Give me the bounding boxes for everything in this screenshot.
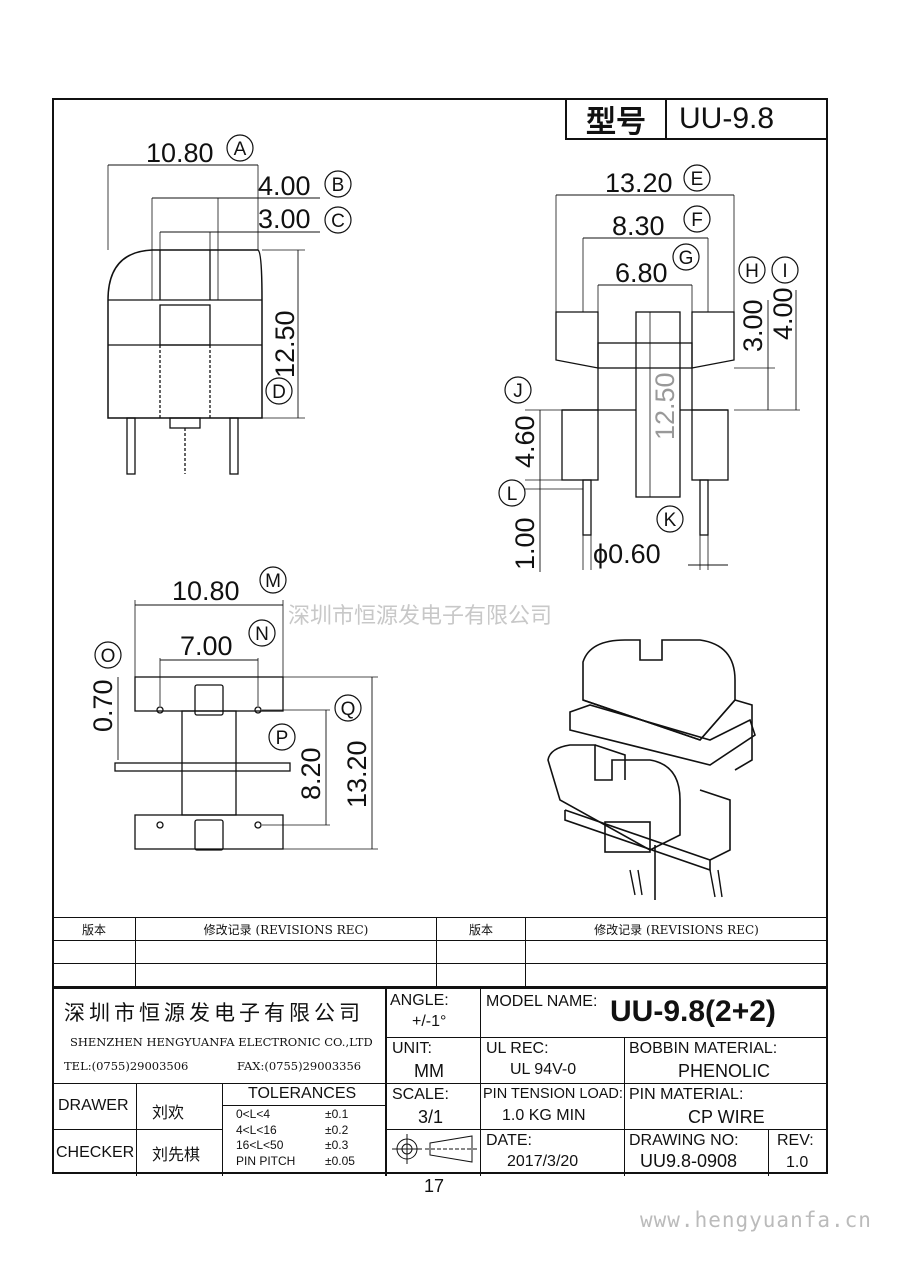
website-watermark: www.hengyuanfa.cn <box>640 1208 872 1232</box>
dim-h: 3.00 <box>738 299 768 352</box>
dim-k-dia: ϕ0.60 <box>593 539 661 569</box>
callout-i: I <box>782 261 787 282</box>
model-value: UU-9.8 <box>679 102 775 135</box>
scale-label: SCALE: <box>392 1086 449 1103</box>
dim-a: 10.80 <box>146 138 214 168</box>
company-en: SHENZHEN HENGYUANFA ELECTRONIC CO.,LTD <box>70 1035 373 1049</box>
drawer-name: 刘欢 <box>152 1105 185 1122</box>
company-tel: TEL:(0755)29003506 <box>64 1059 189 1073</box>
date-label: DATE: <box>486 1132 532 1149</box>
page-number: 17 <box>424 1176 445 1196</box>
callout-l: L <box>507 484 518 505</box>
callout-c: C <box>331 211 345 232</box>
bobbin-value: PHENOLIC <box>678 1061 771 1081</box>
bottom-view <box>114 600 378 851</box>
unit-value: MM <box>414 1061 444 1081</box>
company-cn: 深圳市恒源发电子有限公司 <box>64 1001 364 1025</box>
dim-d: 12.50 <box>270 310 300 378</box>
company-fax: FAX:(0755)29003356 <box>237 1059 362 1073</box>
checker-name: 刘先棋 <box>152 1147 201 1164</box>
rev-col-record-1: 修改记录 (REVISIONS REC) <box>135 917 437 941</box>
isometric-view <box>547 639 756 900</box>
pin-material-label: PIN MATERIAL: <box>629 1086 744 1103</box>
callout-o: O <box>101 646 116 667</box>
dim-j: 4.60 <box>510 415 540 468</box>
dim-k-height: 12.50 <box>650 372 680 440</box>
callout-m: M <box>265 571 281 592</box>
drawer-label: DRAWER <box>58 1097 129 1114</box>
callout-e: E <box>691 169 704 190</box>
revision-table: 版本 修改记录 (REVISIONS REC) 版本 修改记录 (REVISIO… <box>52 917 828 987</box>
title-block: 深圳市恒源发电子有限公司 SHENZHEN HENGYUANFA ELECTRO… <box>52 987 828 1176</box>
drawing-no-label: DRAWING NO: <box>629 1132 739 1149</box>
dim-e: 13.20 <box>605 168 673 198</box>
watermark: 深圳市恒源发电子有限公司 <box>288 604 553 629</box>
callout-f: F <box>691 210 703 231</box>
dim-b: 4.00 <box>258 171 311 201</box>
callout-k: K <box>664 510 677 531</box>
dim-q: 13.20 <box>342 740 372 808</box>
angle-label: ANGLE: <box>390 992 449 1009</box>
model-name-value: UU-9.8(2+2) <box>610 995 776 1028</box>
rev-col-record-2: 修改记录 (REVISIONS REC) <box>525 917 828 941</box>
ul-label: UL REC: <box>486 1040 549 1057</box>
pin-tension-value: 1.0 KG MIN <box>502 1107 586 1124</box>
ul-value: UL 94V-0 <box>510 1061 577 1078</box>
dim-n: 7.00 <box>180 631 233 661</box>
dim-o: 0.70 <box>88 679 118 732</box>
projection-symbol <box>392 1134 477 1164</box>
drawing-no-value: UU9.8-0908 <box>640 1151 738 1171</box>
side-view <box>525 194 800 572</box>
angle-value: +/-1° <box>412 1013 447 1030</box>
rev-col-version-1: 版本 <box>52 917 136 941</box>
pin-tension-label: PIN TENSION LOAD: <box>483 1086 623 1102</box>
callout-b: B <box>332 175 345 196</box>
front-view <box>107 164 320 475</box>
dim-f: 8.30 <box>612 211 665 241</box>
dim-i: 4.00 <box>768 287 798 340</box>
dim-c: 3.00 <box>258 204 311 234</box>
drawing-frame <box>52 98 828 1174</box>
model-header: 型号 UU-9.8 <box>565 98 828 140</box>
dim-p: 8.20 <box>296 747 326 800</box>
callout-p: P <box>276 728 289 749</box>
rev-label: REV: <box>777 1132 814 1149</box>
callout-h: H <box>745 261 759 282</box>
callout-d: D <box>272 382 286 403</box>
dim-g: 6.80 <box>615 258 668 288</box>
callout-j: J <box>513 381 523 402</box>
dim-l: 1.00 <box>510 517 540 570</box>
rev-value: 1.0 <box>786 1154 809 1171</box>
bobbin-label: BOBBIN MATERIAL: <box>629 1040 778 1057</box>
checker-label: CHECKER <box>56 1144 135 1161</box>
callout-letters: A B C D E F G H I J L K M N O P Q <box>101 139 788 749</box>
callout-circles <box>94 134 799 751</box>
model-key: 型号 <box>567 100 667 140</box>
dim-m: 10.80 <box>172 576 240 606</box>
rev-col-version-2: 版本 <box>436 917 526 941</box>
tolerances-title: TOLERANCES <box>248 1085 357 1102</box>
signoff-area <box>52 1083 385 1176</box>
callout-n: N <box>255 624 269 645</box>
callout-q: Q <box>341 699 356 720</box>
unit-label: UNIT: <box>392 1040 432 1057</box>
scale-value: 3/1 <box>418 1107 444 1127</box>
pin-material-value: CP WIRE <box>688 1107 765 1127</box>
model-name-label: MODEL NAME: <box>486 993 598 1010</box>
tol-values: ±0.1±0.2±0.3±0.05 <box>325 1107 355 1168</box>
callout-a: A <box>234 139 247 160</box>
callout-g: G <box>679 248 694 269</box>
date-value: 2017/3/20 <box>507 1153 579 1170</box>
dimension-labels: 10.80 4.00 3.00 12.50 13.20 8.30 6.80 3.… <box>88 138 798 808</box>
